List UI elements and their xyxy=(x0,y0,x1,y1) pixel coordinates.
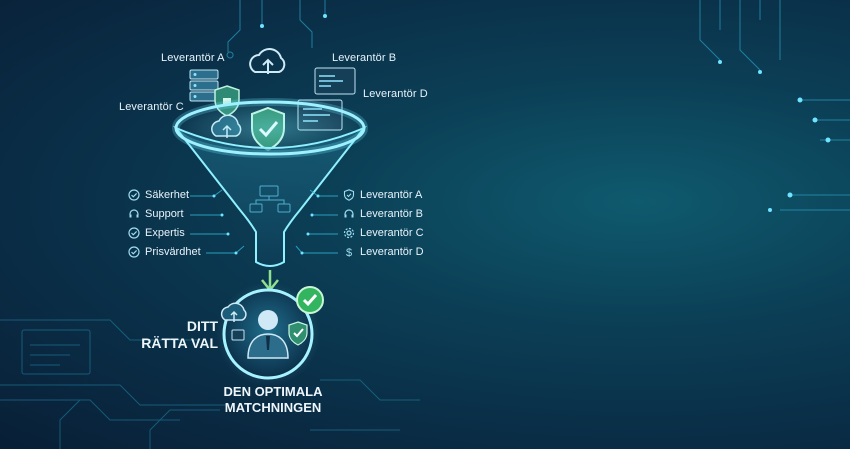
criteria-label: Expertis xyxy=(145,227,185,239)
headset-icon xyxy=(129,209,139,218)
document-icon-small xyxy=(231,329,245,341)
supplier-label: Leverantör B xyxy=(360,208,423,220)
choice-line-1: DITT xyxy=(186,318,218,334)
gear-icon xyxy=(343,227,355,239)
shield-check-icon xyxy=(343,189,355,201)
label-supplier-d-top: Leverantör D xyxy=(363,88,428,100)
result-line-1: DEN OPTIMALA xyxy=(223,384,323,399)
supplier-item: Leverantör C xyxy=(343,227,424,239)
server-icon xyxy=(189,69,219,102)
label-supplier-a-top: Leverantör A xyxy=(161,52,225,64)
check-circle-icon xyxy=(128,246,140,258)
criteria-label: Säkerhet xyxy=(145,189,190,201)
circuit-dots xyxy=(260,14,831,212)
supplier-label: Leverantör D xyxy=(360,246,424,258)
criteria-item: Prisvärdhet xyxy=(128,246,201,258)
label-supplier-b-top: Leverantör B xyxy=(332,52,397,64)
result-heading: DEN OPTIMALA MATCHNINGEN xyxy=(198,384,348,416)
dollar-icon: $ xyxy=(346,247,352,258)
svg-text:$: $ xyxy=(346,247,352,258)
supplier-label: Leverantör A xyxy=(360,189,423,201)
supplier-item: Leverantör A xyxy=(343,189,422,201)
person-icon xyxy=(247,310,289,359)
choice-heading: DITT RÄTTA VAL xyxy=(140,318,218,352)
check-circle-icon xyxy=(128,189,140,201)
headset-icon xyxy=(344,209,354,218)
criteria-label: Prisvärdhet xyxy=(145,246,201,258)
label-supplier-c-top: Leverantör C xyxy=(119,101,184,113)
shield-check-icon-small xyxy=(288,321,308,346)
criteria-item: Säkerhet xyxy=(128,189,189,201)
supplier-item: Leverantör B xyxy=(343,208,423,220)
criteria-label: Support xyxy=(145,208,184,220)
supplier-label: Leverantör C xyxy=(360,227,424,239)
supplier-item: $ Leverantör D xyxy=(343,246,424,258)
code-window-icon xyxy=(314,67,356,95)
cloud-upload-icon-small xyxy=(220,302,247,322)
cloud-upload-icon-top xyxy=(249,48,286,74)
choice-line-2: RÄTTA VAL xyxy=(141,335,218,351)
criteria-item: Expertis xyxy=(128,227,185,239)
result-line-2: MATCHNINGEN xyxy=(224,400,322,415)
check-circle-icon xyxy=(128,227,140,239)
connector-nodes xyxy=(212,194,320,255)
circuit-lines-top xyxy=(226,0,850,211)
result-circle xyxy=(216,282,324,386)
criteria-item: Support xyxy=(128,208,184,220)
success-check-badge-icon xyxy=(296,286,324,314)
funnel-graphic xyxy=(172,98,368,293)
circuit-lines-bottom xyxy=(0,319,420,449)
